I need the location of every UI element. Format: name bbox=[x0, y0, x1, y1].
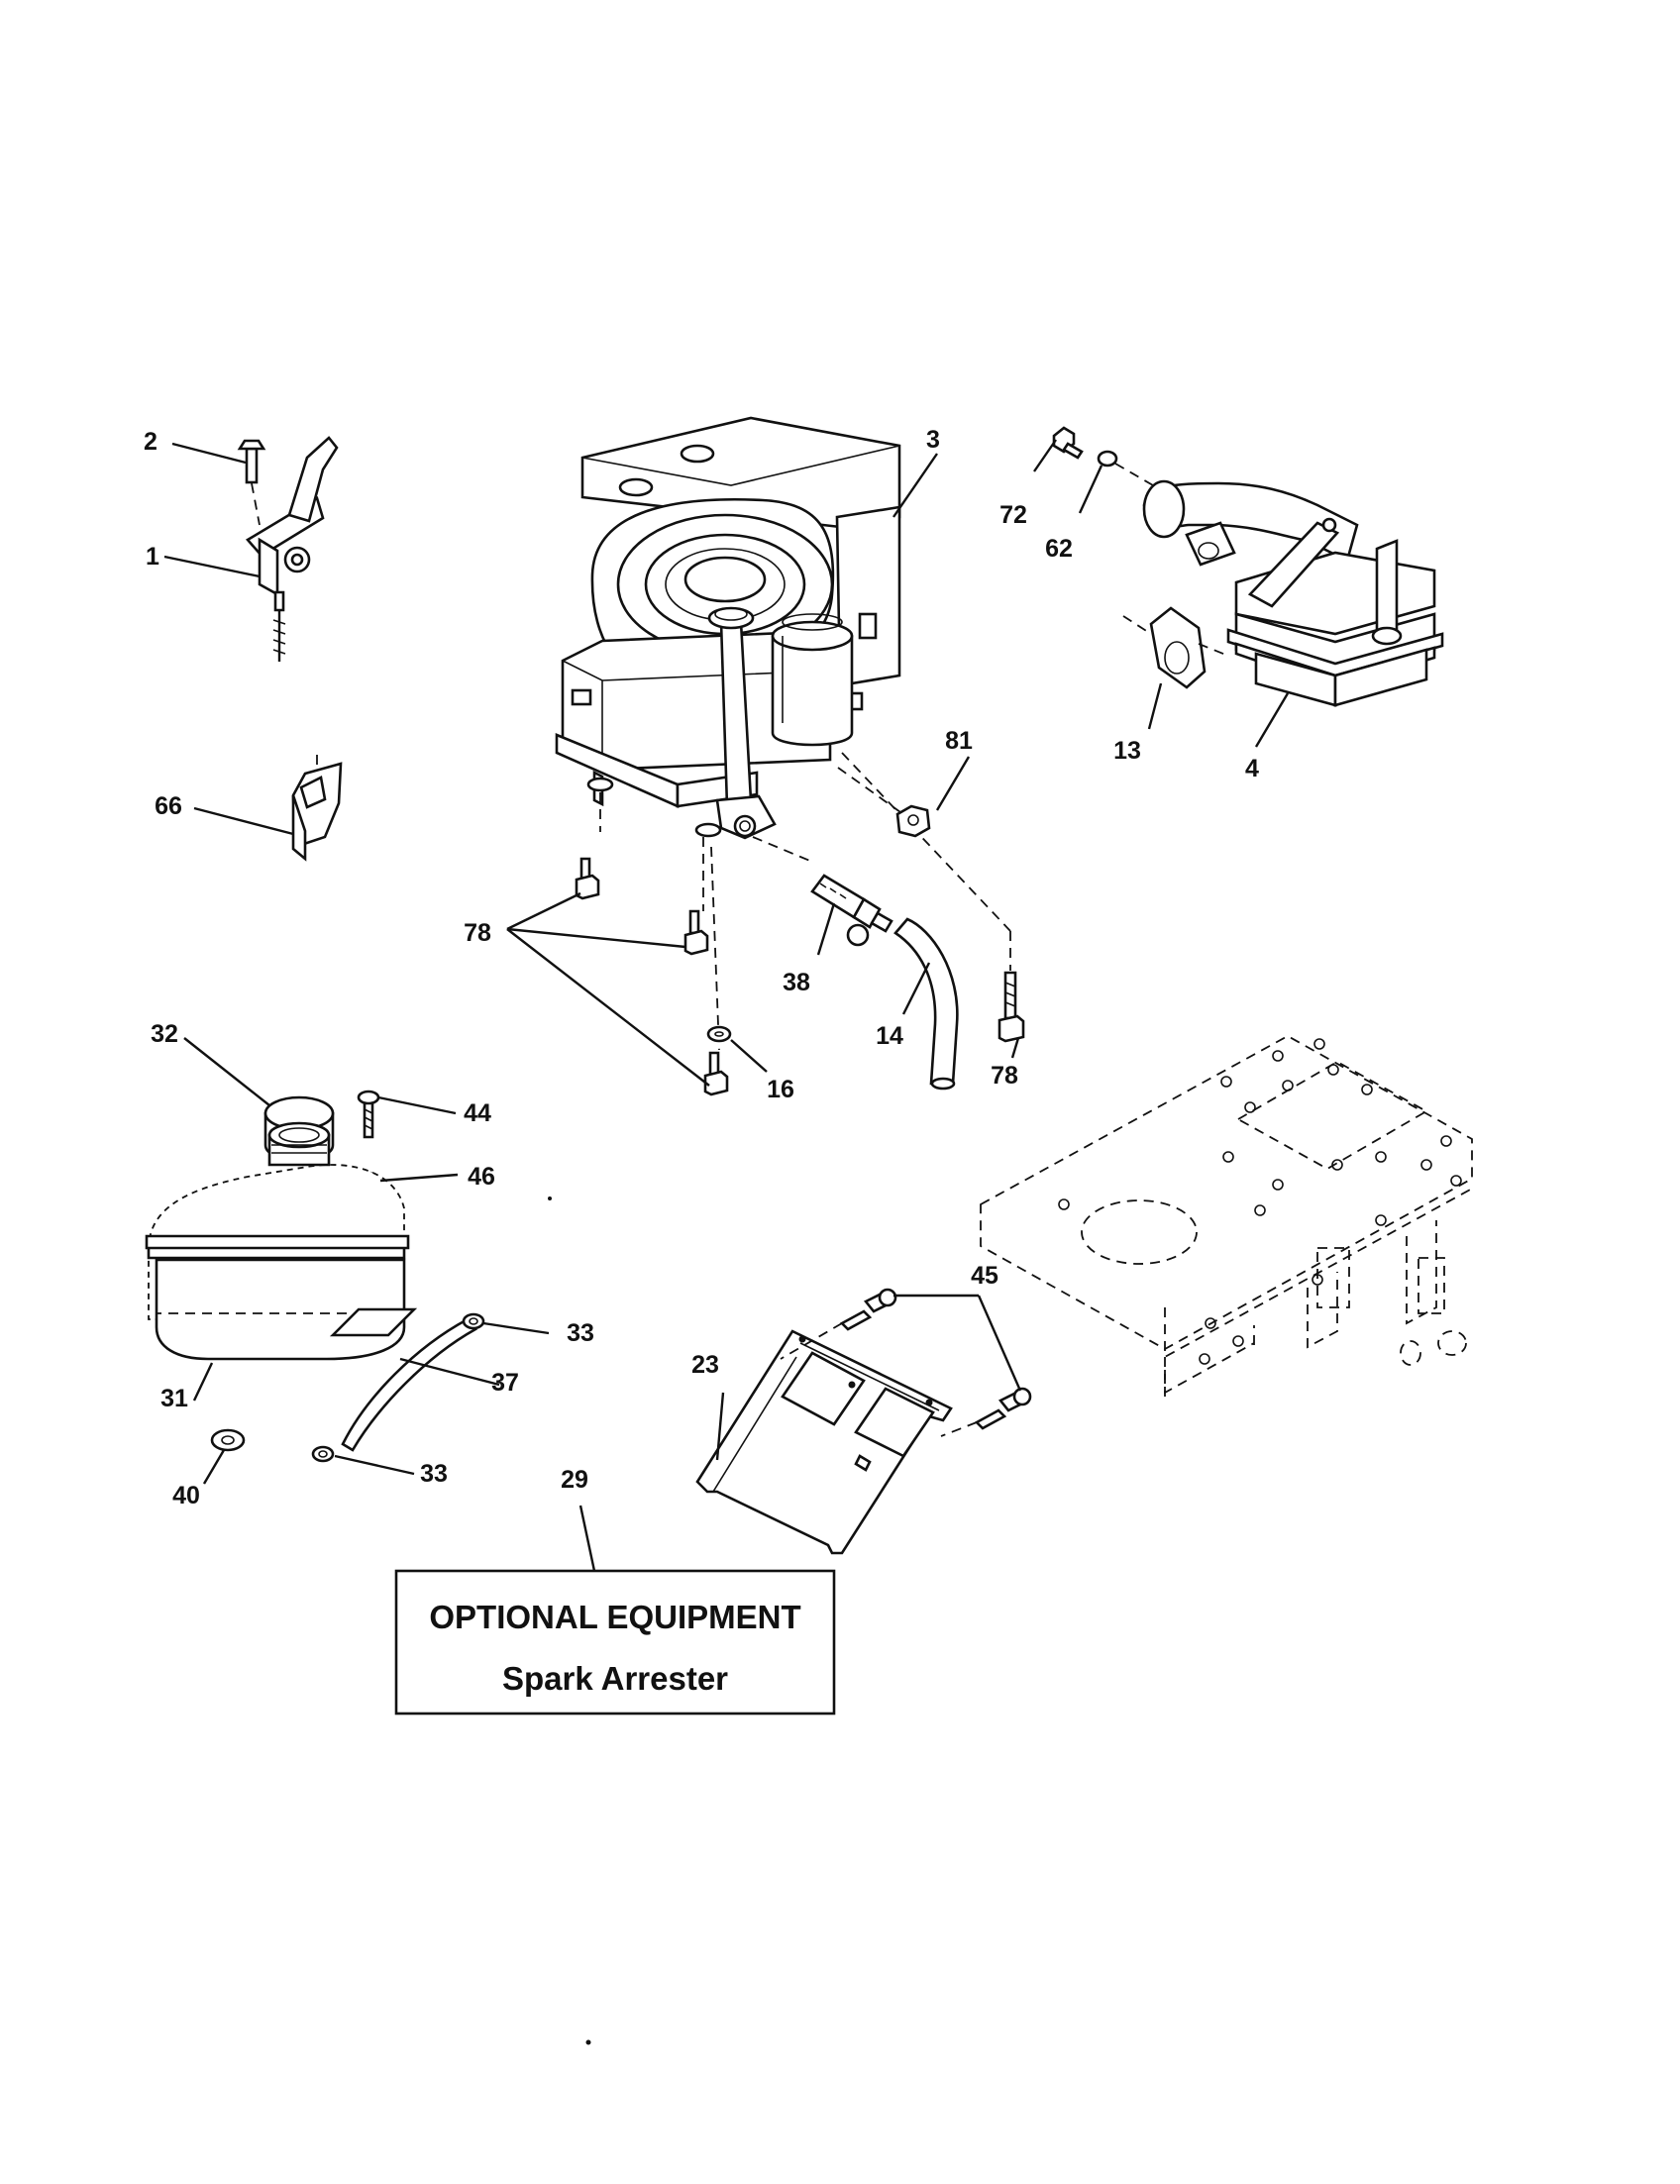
tractor-frame-reference bbox=[980, 1034, 1473, 1397]
engine-part bbox=[555, 416, 1011, 1051]
callout-label: 4 bbox=[1245, 755, 1259, 782]
grommet-part bbox=[210, 1428, 246, 1452]
optional-equipment-title: OPTIONAL EQUIPMENT bbox=[429, 1599, 800, 1635]
callout-label: 66 bbox=[155, 792, 182, 820]
callout-label: 3 bbox=[926, 426, 940, 454]
callout-label: 37 bbox=[491, 1369, 519, 1397]
print-speck bbox=[585, 2039, 591, 2045]
callout-label: 16 bbox=[767, 1076, 794, 1103]
callout-label: 31 bbox=[160, 1385, 188, 1412]
muffler-part bbox=[1052, 426, 1444, 707]
callout-label: 46 bbox=[468, 1163, 495, 1191]
drain-hose-part bbox=[893, 917, 959, 1091]
callout-label: 1 bbox=[146, 543, 159, 571]
callout-label: 14 bbox=[876, 1022, 903, 1050]
callout-label: 13 bbox=[1113, 737, 1141, 765]
callout-label: 38 bbox=[783, 969, 810, 996]
callout-label: 44 bbox=[464, 1099, 491, 1127]
callout-label: 78 bbox=[464, 919, 491, 947]
callout-label: 78 bbox=[991, 1062, 1018, 1090]
optional-equipment-subtitle: Spark Arrester bbox=[502, 1660, 728, 1697]
nut-part bbox=[895, 804, 931, 838]
callout-label: 33 bbox=[420, 1460, 448, 1488]
washer-16-part bbox=[706, 1025, 732, 1043]
throttle-control-part bbox=[237, 436, 339, 662]
callout-label: 40 bbox=[172, 1482, 200, 1509]
bolts-78-part bbox=[575, 857, 1025, 1096]
fuel-line-part bbox=[311, 1312, 485, 1463]
callout-label: 29 bbox=[561, 1466, 588, 1494]
bracket-clip-part bbox=[291, 750, 343, 862]
heat-shield-part bbox=[695, 1288, 1032, 1555]
callout-labels: 2 1 3 72 62 13 4 81 66 78 38 14 78 16 32… bbox=[144, 426, 1259, 1509]
callout-label: 2 bbox=[144, 428, 158, 456]
leader-lines bbox=[163, 439, 1290, 1572]
callout-label: 23 bbox=[691, 1351, 719, 1379]
callout-label: 81 bbox=[945, 727, 973, 755]
fuel-tank-part bbox=[145, 1121, 418, 1361]
callout-label: 45 bbox=[971, 1262, 998, 1290]
drain-valve-part bbox=[810, 874, 893, 947]
callout-label: 62 bbox=[1045, 535, 1073, 563]
callout-label: 33 bbox=[567, 1319, 594, 1347]
print-speck bbox=[548, 1196, 552, 1200]
optional-equipment-box: OPTIONAL EQUIPMENT Spark Arrester bbox=[394, 1569, 836, 1716]
callout-label: 72 bbox=[999, 501, 1027, 529]
callout-label: 32 bbox=[151, 1020, 178, 1048]
